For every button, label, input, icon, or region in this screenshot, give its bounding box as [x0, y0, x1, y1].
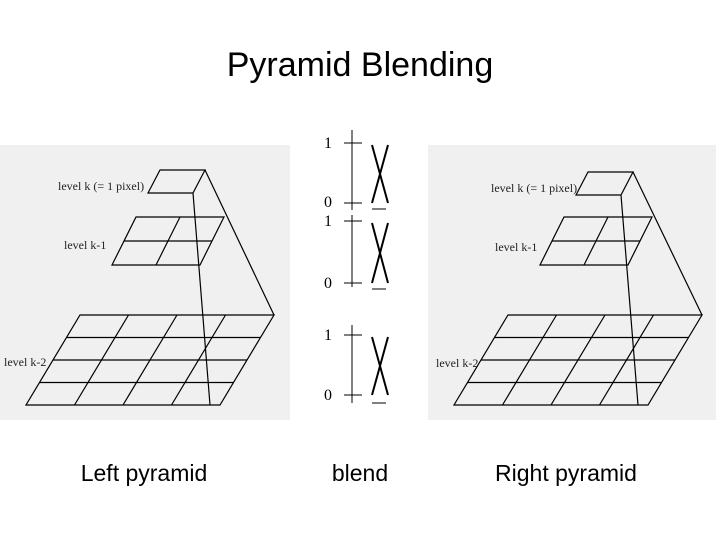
right-pyramid-edges [620, 171, 703, 406]
blend-weight-1-bottom: 0 [324, 194, 332, 211]
left-label-level-k: level k (= 1 pixel) [58, 179, 144, 193]
right-label-level-k2: level k-2 [436, 356, 478, 370]
blend-ramp-3 [344, 325, 389, 404]
blend-weight-3-top: 1 [324, 327, 332, 344]
right-pyramid-background [428, 145, 716, 420]
right-pyramid-diagram: level k (= 1 pixel) level k-1 level k-2 [436, 171, 704, 406]
left-pyramid-diagram: level k (= 1 pixel) level k-1 level k-2 [4, 169, 276, 406]
left-pyramid-background [0, 145, 290, 420]
left-label-level-k1: level k-1 [64, 238, 106, 252]
left-level-k2-grid [24, 314, 276, 406]
blend-caption: blend [331, 460, 389, 486]
left-level-k1-grid [111, 216, 225, 266]
right-level-k2-grid [452, 314, 704, 406]
right-level-k1-grid [539, 216, 653, 266]
left-level-k-cell [147, 169, 206, 194]
left-pyramid-edges [192, 169, 275, 406]
left-pyramid-caption: Left pyramid [80, 460, 208, 486]
blend-weight-2-bottom: 0 [324, 275, 332, 292]
right-label-level-k: level k (= 1 pixel) [491, 181, 577, 195]
left-label-level-k2: level k-2 [4, 355, 46, 369]
blend-ramp-2 [344, 215, 389, 290]
right-pyramid-caption: Right pyramid [495, 460, 637, 486]
blend-weight-1-top: 1 [324, 135, 332, 152]
right-level-k-cell [575, 171, 634, 196]
blend-weight-2-top: 1 [324, 213, 332, 230]
page-title: Pyramid Blending [226, 46, 494, 84]
blend-weights-diagram: 1 0 1 0 1 0 [324, 130, 389, 404]
right-label-level-k1: level k-1 [495, 240, 537, 254]
blend-weight-3-bottom: 0 [324, 387, 332, 404]
blend-ramp-1 [344, 130, 389, 210]
